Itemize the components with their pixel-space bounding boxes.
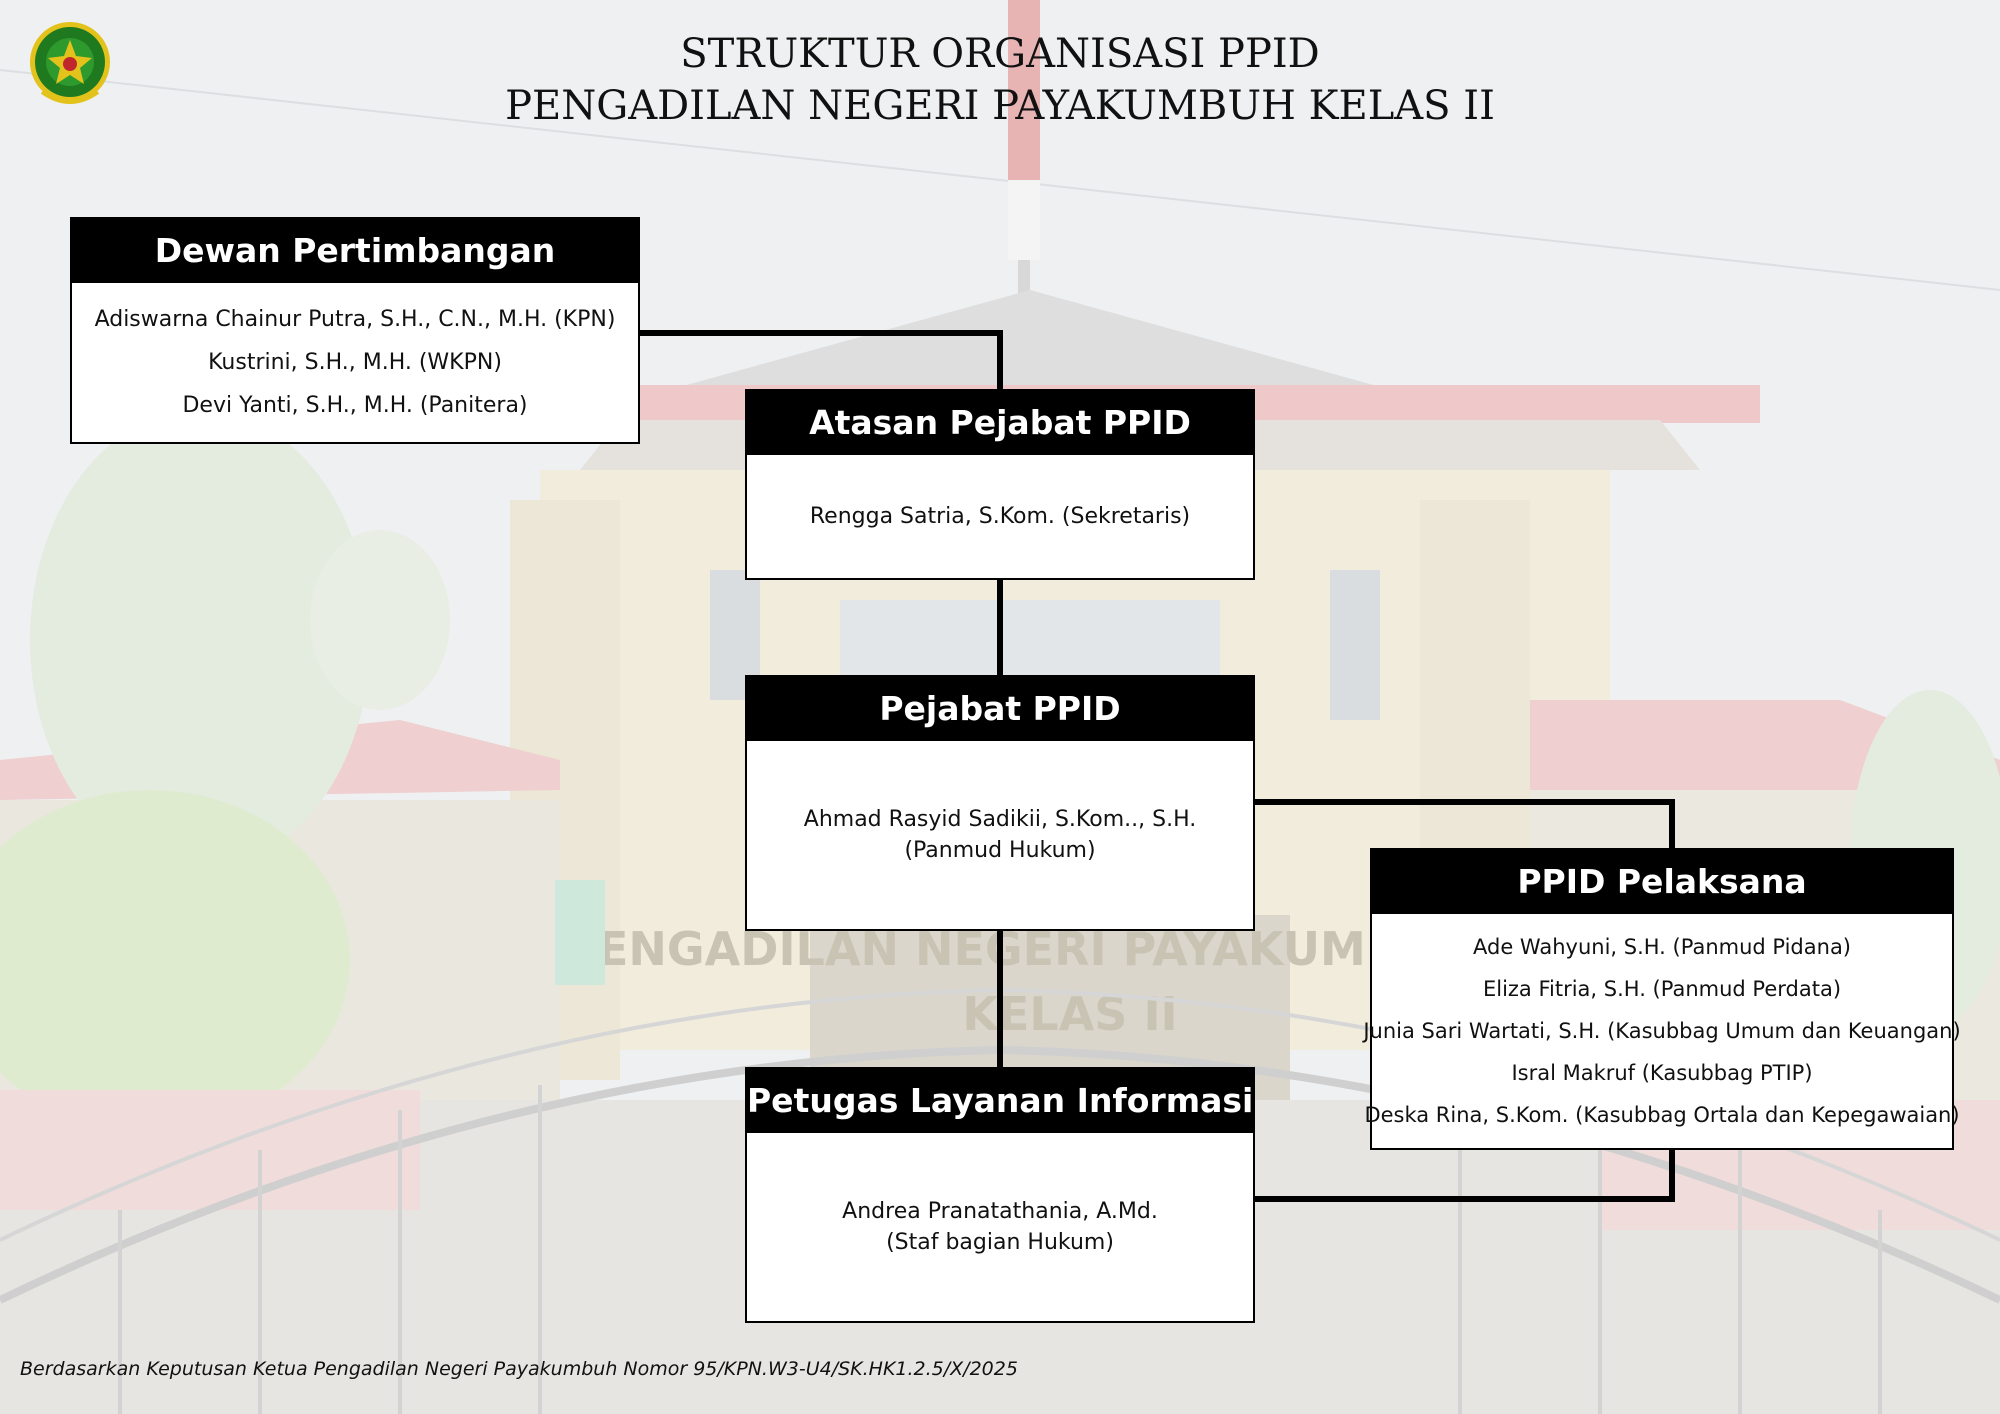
member-pelaksana-3: Junia Sari Wartati, S.H. (Kasubbag Umum … — [1363, 1019, 1961, 1043]
title-line2: PENGADILAN NEGERI PAYAKUMBUH KELAS II — [505, 83, 1495, 129]
box-title-pejabat: Pejabat PPID — [747, 677, 1253, 741]
box-body-pejabat: Ahmad Rasyid Sadikii, S.Kom.., S.H. (Pan… — [747, 741, 1253, 929]
box-body-atasan: Rengga Satria, S.Kom. (Sekretaris) — [747, 455, 1253, 578]
member-atasan-1: Rengga Satria, S.Kom. (Sekretaris) — [809, 504, 1191, 529]
member-pelaksana-2: Eliza Fitria, S.H. (Panmud Perdata) — [1482, 977, 1842, 1001]
mahkamah-agung-emblem-icon — [30, 22, 110, 104]
box-title-atasan: Atasan Pejabat PPID — [747, 391, 1253, 455]
member-petugas-name: Andrea Pranatathania, A.Md. — [842, 1199, 1158, 1224]
title-line1: STRUKTUR ORGANISASI PPID — [680, 31, 1320, 77]
connector-pejabat-pelaksana — [1255, 799, 1675, 848]
box-body-dewan: Adiswarna Chainur Putra, S.H., C.N., M.H… — [72, 283, 638, 442]
chart-title: STRUKTUR ORGANISASI PPID PENGADILAN NEGE… — [0, 28, 2000, 132]
box-title-dewan: Dewan Pertimbangan — [72, 219, 638, 283]
member-pelaksana-1: Ade Wahyuni, S.H. (Panmud Pidana) — [1473, 935, 1851, 959]
decree-footnote: Berdasarkan Keputusan Ketua Pengadilan N… — [20, 1358, 1018, 1380]
box-ppid-pelaksana: PPID Pelaksana Ade Wahyuni, S.H. (Panmud… — [1363, 848, 1961, 1150]
connector-petugas-pelaksana — [1255, 1150, 1675, 1202]
member-pelaksana-4: Isral Makruf (Kasubbag PTIP) — [1511, 1061, 1813, 1085]
member-pejabat-role: (Panmud Hukum) — [904, 838, 1096, 863]
building-sign-line1: PENGADILAN NEGERI PAYAKUMBUH — [563, 922, 1476, 976]
box-title-pelaksana: PPID Pelaksana — [1372, 850, 1952, 914]
box-body-pelaksana: Ade Wahyuni, S.H. (Panmud Pidana) Eliza … — [1363, 914, 1960, 1148]
box-pejabat-ppid: Pejabat PPID Ahmad Rasyid Sadikii, S.Kom… — [745, 675, 1255, 931]
member-dewan-3: Devi Yanti, S.H., M.H. (Panitera) — [182, 393, 528, 418]
member-petugas-role: (Staf bagian Hukum) — [886, 1230, 1114, 1255]
member-dewan-1: Adiswarna Chainur Putra, S.H., C.N., M.H… — [94, 307, 616, 332]
member-pejabat-name: Ahmad Rasyid Sadikii, S.Kom.., S.H. — [803, 807, 1197, 832]
box-title-petugas: Petugas Layanan Informasi — [747, 1069, 1253, 1133]
member-dewan-2: Kustrini, S.H., M.H. (WKPN) — [208, 350, 502, 375]
box-body-petugas: Andrea Pranatathania, A.Md. (Staf bagian… — [747, 1133, 1253, 1321]
box-petugas-layanan-informasi: Petugas Layanan Informasi Andrea Pranata… — [745, 1067, 1255, 1323]
member-pelaksana-5: Deska Rina, S.Kom. (Kasubbag Ortala dan … — [1364, 1103, 1960, 1127]
box-dewan-pertimbangan: Dewan Pertimbangan Adiswarna Chainur Put… — [70, 217, 640, 444]
connector-dewan-atasan — [640, 330, 1003, 389]
box-atasan-pejabat-ppid: Atasan Pejabat PPID Rengga Satria, S.Kom… — [745, 389, 1255, 580]
